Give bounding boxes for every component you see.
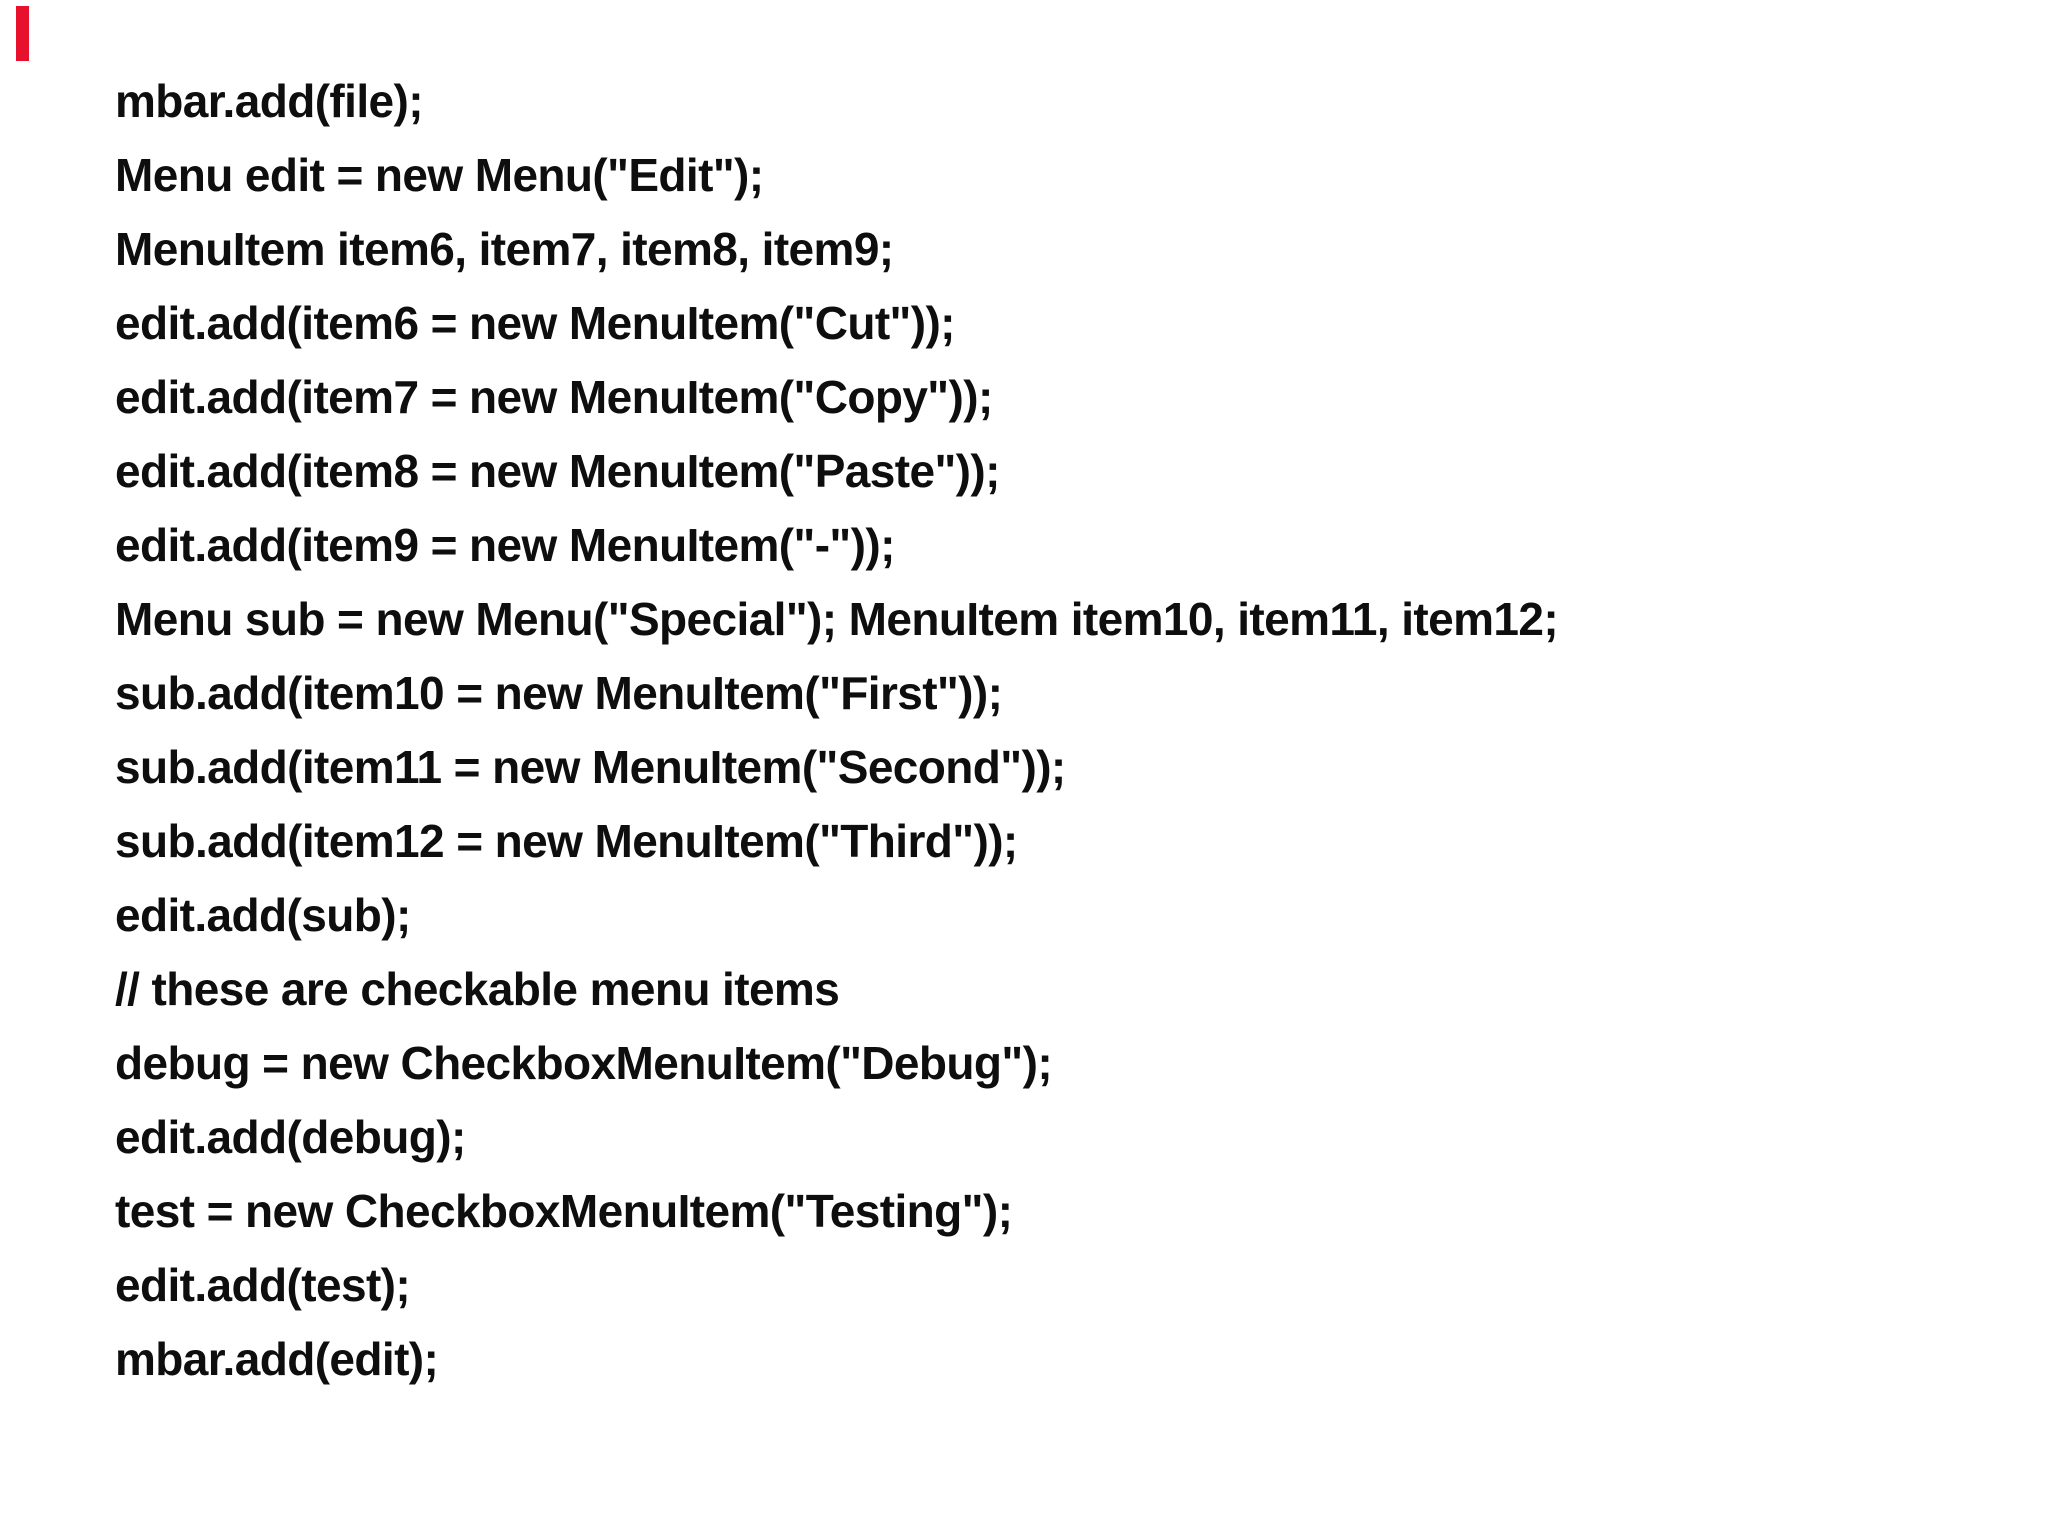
code-line: Menu sub = new Menu("Special"); MenuItem…: [115, 593, 1559, 645]
code-line: edit.add(item6 = new MenuItem("Cut"));: [115, 297, 956, 349]
code-line: debug = new CheckboxMenuItem("Debug");: [115, 1037, 1053, 1089]
code-line: edit.add(test);: [115, 1259, 411, 1311]
code-line: sub.add(item10 = new MenuItem("First"));: [115, 667, 1003, 719]
code-line: MenuItem item6, item7, item8, item9;: [115, 223, 894, 275]
code-line: edit.add(item8 = new MenuItem("Paste"));: [115, 445, 1000, 497]
code-line: Menu edit = new Menu("Edit");: [115, 149, 764, 201]
code-line: edit.add(sub);: [115, 889, 411, 941]
code-block: mbar.add(file); Menu edit = new Menu("Ed…: [115, 64, 2008, 1396]
red-edge-mark: [16, 6, 29, 61]
code-line: edit.add(item7 = new MenuItem("Copy"));: [115, 371, 993, 423]
code-line: test = new CheckboxMenuItem("Testing");: [115, 1185, 1013, 1237]
code-line: mbar.add(edit);: [115, 1333, 439, 1385]
code-line: sub.add(item12 = new MenuItem("Third"));: [115, 815, 1018, 867]
code-line: edit.add(debug);: [115, 1111, 466, 1163]
code-line: mbar.add(file);: [115, 75, 424, 127]
code-line: sub.add(item11 = new MenuItem("Second"))…: [115, 741, 1066, 793]
code-line: // these are checkable menu items: [115, 963, 840, 1015]
code-line: edit.add(item9 = new MenuItem("-"));: [115, 519, 895, 571]
